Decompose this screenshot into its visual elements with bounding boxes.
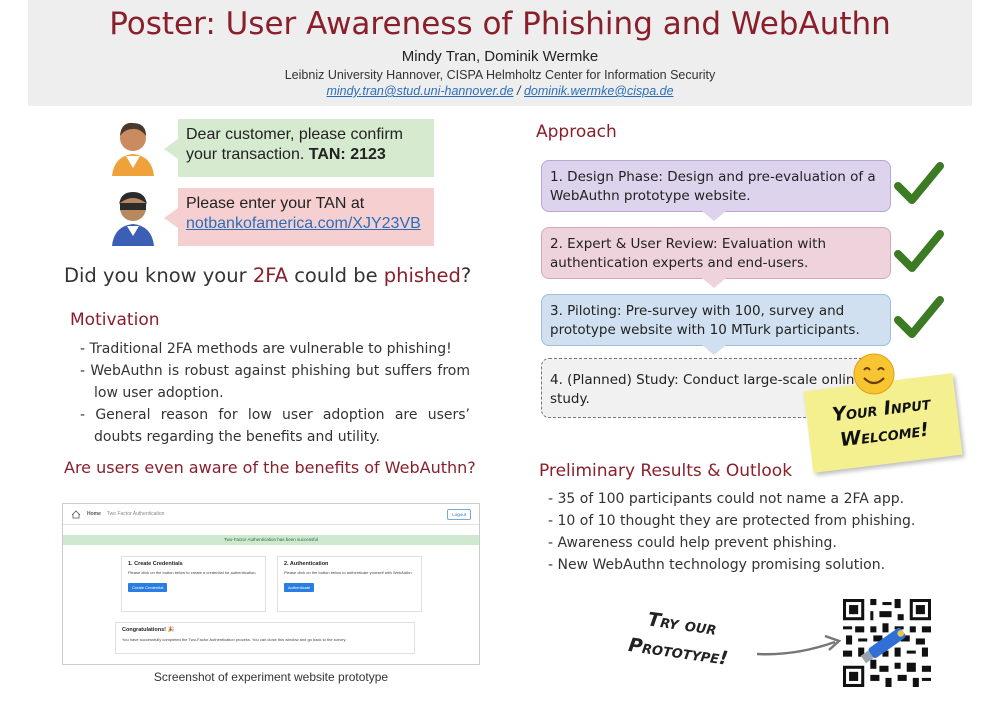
- website-screenshot: Home Two Factor Authentication Logout Tw…: [62, 503, 480, 665]
- list-item: 35 of 100 participants could not name a …: [548, 488, 936, 510]
- mock-card-create: 1. Create Credentials Please click on th…: [121, 556, 266, 612]
- checkmark-icon: [894, 162, 944, 204]
- mock-crumb: Two Factor Authentication: [106, 511, 165, 517]
- approach-step-2: 2. Expert & User Review: Evaluation with…: [541, 227, 891, 288]
- step-arrow: [702, 278, 726, 288]
- mock-congrats-title: Congratulations! 🎉: [122, 627, 175, 633]
- mock-card-title: 1. Create Credentials: [128, 561, 183, 567]
- affiliation: Leibniz University Hannover, CISPA Helmh…: [284, 68, 716, 82]
- step-text: Conduct large-scale online study.: [550, 372, 863, 407]
- poster-title: Poster: User Awareness of Phishing and W…: [109, 6, 891, 42]
- email-separator: /: [513, 84, 524, 98]
- step-label: 1. Design Phase:: [550, 169, 663, 185]
- checkmark-icon: [894, 296, 944, 338]
- mock-home: Home: [87, 511, 101, 517]
- chat-bubble-bank: Dear customer, please confirm your trans…: [164, 119, 434, 177]
- chat-bubble-phisher: Please enter your TAN at notbankofameric…: [164, 188, 434, 246]
- phishing-link[interactable]: notbankofamerica.com/XJY23VB: [186, 215, 421, 232]
- home-icon: [71, 509, 81, 518]
- approach-step-3: 3. Piloting: Pre-survey with 100, survey…: [541, 294, 891, 355]
- mock-success-banner: Two-Factor Authentication has been succe…: [63, 535, 479, 545]
- question-text: Did you know your: [64, 264, 253, 287]
- smiley-icon: [853, 353, 895, 395]
- list-item: WebAuthn is robust against phishing but …: [80, 360, 470, 404]
- mock-auth-button: Authenticate: [284, 583, 315, 592]
- question-text: could be: [288, 264, 384, 287]
- step-text: Design and pre-evaluation of a WebAuthn …: [550, 169, 876, 204]
- mock-congrats-text: You have successfully completed the Two-…: [122, 637, 347, 642]
- results-heading: Preliminary Results & Outlook: [539, 461, 793, 481]
- question-phished: phished: [383, 264, 461, 287]
- question-text: ?: [460, 264, 472, 287]
- screenshot-caption: Screenshot of experiment website prototy…: [153, 670, 389, 684]
- person-avatar-icon: [112, 122, 154, 176]
- mock-card-text: Please click on the button below to crea…: [128, 570, 257, 575]
- mock-card-auth: 2. Authentication Please click on the bu…: [277, 556, 422, 612]
- mock-card-text: Please click on the button below to auth…: [284, 570, 412, 575]
- step-label: 2. Expert & User Review:: [550, 236, 718, 252]
- bubble-text: Dear customer, please confirm your trans…: [186, 126, 403, 163]
- mock-congrats: Congratulations! 🎉 You have successfully…: [115, 622, 415, 654]
- step-text: Pre-survey with 100, survey and prototyp…: [550, 303, 860, 338]
- step-text: Evaluation with authentication experts a…: [550, 236, 827, 271]
- mock-card-title: 2. Authentication: [284, 561, 329, 567]
- arrow-icon: [756, 634, 842, 656]
- emails: mindy.tran@stud.uni-hannover.de / domini…: [28, 84, 972, 98]
- list-item: Traditional 2FA methods are vulnerable t…: [80, 338, 470, 360]
- list-item: New WebAuthn technology promising soluti…: [548, 554, 936, 576]
- awareness-question: Are users even aware of the benefits of …: [64, 458, 476, 477]
- phishing-question: Did you know your 2FA could be phished?: [64, 264, 471, 287]
- email-link-1[interactable]: mindy.tran@stud.uni-hannover.de: [326, 84, 514, 98]
- step-arrow: [702, 211, 726, 221]
- question-2fa: 2FA: [252, 264, 288, 287]
- step-label: 4. (Planned) Study:: [550, 372, 679, 388]
- list-item: General reason for low user adoption are…: [80, 404, 470, 448]
- approach-step-1: 1. Design Phase: Design and pre-evaluati…: [541, 160, 891, 221]
- bubble-tail: [164, 139, 178, 159]
- qr-code-icon[interactable]: [843, 599, 931, 687]
- try-prototype-text: Try our Prototype!: [627, 603, 734, 672]
- authors: Mindy Tran, Dominik Wermke: [401, 48, 599, 65]
- results-list: 35 of 100 participants could not name a …: [548, 488, 936, 576]
- mock-topbar: Home Two Factor Authentication Logout: [63, 504, 479, 525]
- list-item: Awareness could help prevent phishing.: [548, 532, 936, 554]
- hacker-avatar-icon: [112, 192, 154, 246]
- poster-header: Poster: User Awareness of Phishing and W…: [28, 0, 972, 106]
- motivation-heading: Motivation: [70, 310, 160, 330]
- email-link-2[interactable]: dominik.wermke@cispa.de: [523, 84, 674, 98]
- motivation-list: Traditional 2FA methods are vulnerable t…: [80, 338, 470, 448]
- bubble-text: Please enter your TAN at: [186, 195, 365, 212]
- step-arrow: [702, 345, 726, 355]
- bubble-tail: [164, 208, 178, 228]
- mock-logout-button: Logout: [447, 508, 471, 520]
- step-label: 3. Piloting:: [550, 303, 622, 319]
- checkmark-icon: [894, 230, 944, 272]
- tan-code: TAN: 2123: [308, 146, 386, 163]
- list-item: 10 of 10 thought they are protected from…: [548, 510, 936, 532]
- mock-create-button: Create Credential: [128, 583, 168, 592]
- approach-heading: Approach: [536, 122, 617, 142]
